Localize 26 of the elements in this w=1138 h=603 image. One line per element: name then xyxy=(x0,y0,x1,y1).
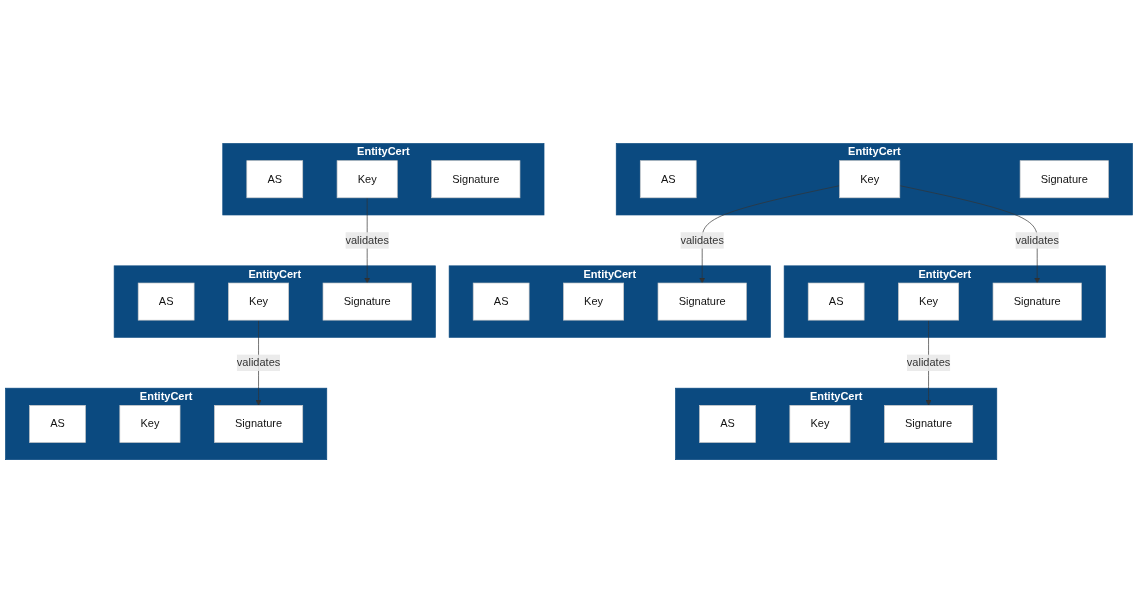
node-box: Key xyxy=(839,160,901,199)
edge-label: validates xyxy=(236,356,281,369)
node-box: AS xyxy=(246,160,304,199)
node-box: Signature xyxy=(657,282,747,321)
node-box: AS xyxy=(137,282,195,321)
node-box: AS xyxy=(29,404,86,443)
edge-label: validates xyxy=(345,234,389,246)
node-box: Key xyxy=(336,160,398,199)
node-box: AS xyxy=(472,282,530,321)
node-box: Key xyxy=(898,282,959,321)
node-box: AS xyxy=(639,160,697,199)
edge-label: validates xyxy=(680,234,724,246)
node-box: Key xyxy=(119,404,181,443)
node-box: AS xyxy=(807,282,865,321)
edge-label: validates xyxy=(1015,234,1059,246)
node-box: Signature xyxy=(214,404,304,443)
node-box: AS xyxy=(699,404,756,443)
node-box: Signature xyxy=(431,160,521,199)
node-box: Signature xyxy=(992,282,1082,321)
edge-label: validates xyxy=(906,356,951,369)
node-box: Key xyxy=(563,282,624,321)
node-box: Key xyxy=(789,404,851,443)
node-box: Signature xyxy=(322,282,412,321)
node-box: Key xyxy=(228,282,289,321)
node-box: Signature xyxy=(884,404,974,443)
node-box: Signature xyxy=(1019,160,1109,199)
